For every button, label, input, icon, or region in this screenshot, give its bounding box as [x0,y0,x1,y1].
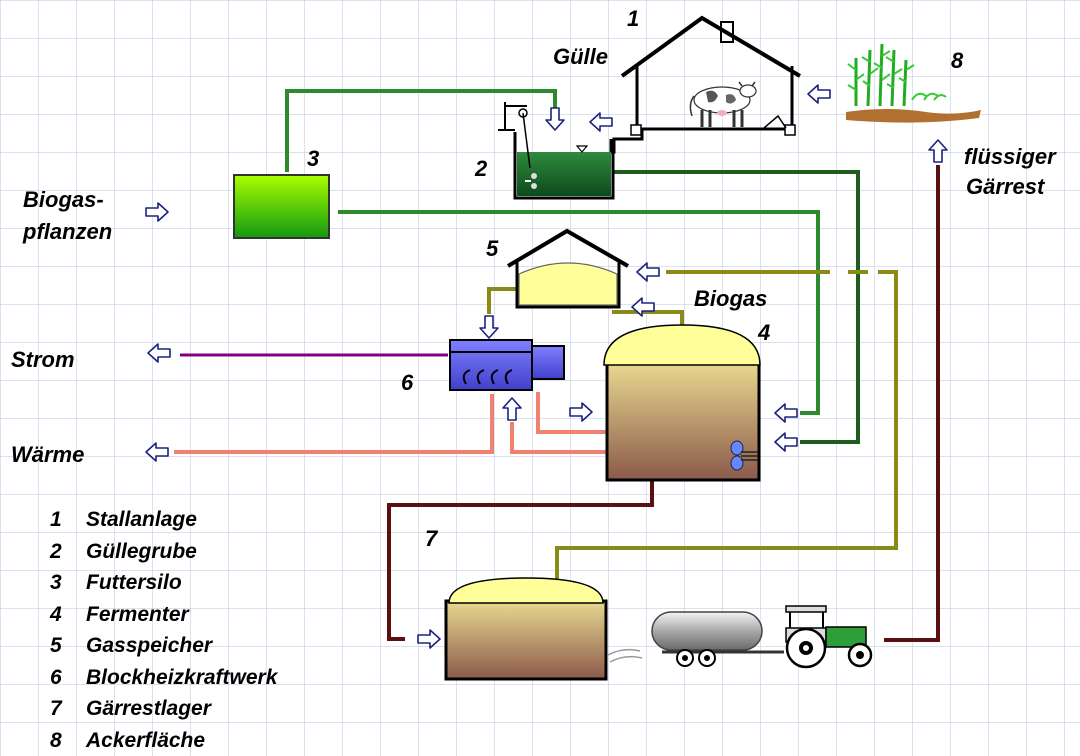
fermenter [604,325,760,480]
number-5: 5 [486,236,499,261]
feed-silo [234,175,329,238]
label-waerme: Wärme [11,442,84,467]
label-biogaspflanzen-2: pflanzen [22,219,112,244]
legend-label: Blockheizkraftwerk [86,666,277,689]
legend-label: Gasspeicher [86,634,212,657]
arrow-to-field [929,140,947,162]
tanker-trailer [608,612,784,666]
label-biogas: Biogas [694,286,767,311]
label-strom: Strom [11,347,75,372]
arrow-gas-left [637,263,659,281]
label-guelle: Gülle [553,44,608,69]
number-4: 4 [757,320,770,345]
arrow-heat-fermenter [570,403,592,421]
arrow-field-to-barn [808,85,830,103]
number-6: 6 [401,370,414,395]
arrow-pit-fermenter [775,433,797,451]
arrow-to-digestate-storage [418,630,440,648]
pipe-tractor-to-field [884,165,938,640]
legend-number: 8 [50,725,86,756]
label-gaerrest: Gärrest [966,174,1046,199]
legend-label: Stallanlage [86,508,197,531]
label-biogaspflanzen-1: Biogas- [23,187,104,212]
legend-number: 6 [50,662,86,694]
chp-unit [450,340,564,390]
legend-label: Futtersilo [86,571,182,594]
number-7: 7 [425,526,439,551]
number-1: 1 [627,6,639,31]
arrow-into-chp [480,316,498,338]
arrow-into-pit [546,108,564,130]
legend-label: Gärrestlager [86,697,211,720]
label-fluessiger: flüssiger [964,144,1057,169]
legend-number: 5 [50,630,86,662]
legend-number: 7 [50,693,86,725]
arrow-electricity [148,344,170,362]
arrow-barn-to-pit [590,113,612,131]
legend-number: 1 [50,504,86,536]
number-3: 3 [307,146,319,171]
gas-storage [508,231,628,307]
pipe-heat-out [174,394,492,452]
arrow-heat [146,443,168,461]
cow-icon [690,82,756,127]
legend-number: 3 [50,567,86,599]
legend-label: Güllegrube [86,540,197,563]
legend-label: Ackerfläche [86,729,205,752]
pipe-gas-to-chp [489,289,519,314]
legend-label: Fermenter [86,603,189,626]
arrow-chp-return [503,398,521,420]
number-2: 2 [474,156,488,181]
tractor-icon [786,606,871,667]
number-8: 8 [951,48,964,73]
digestate-storage [446,578,606,679]
legend-number: 2 [50,536,86,568]
legend-number: 4 [50,599,86,631]
arrow-silo-fermenter [775,404,797,422]
arrow-biogas-plants [146,203,168,221]
